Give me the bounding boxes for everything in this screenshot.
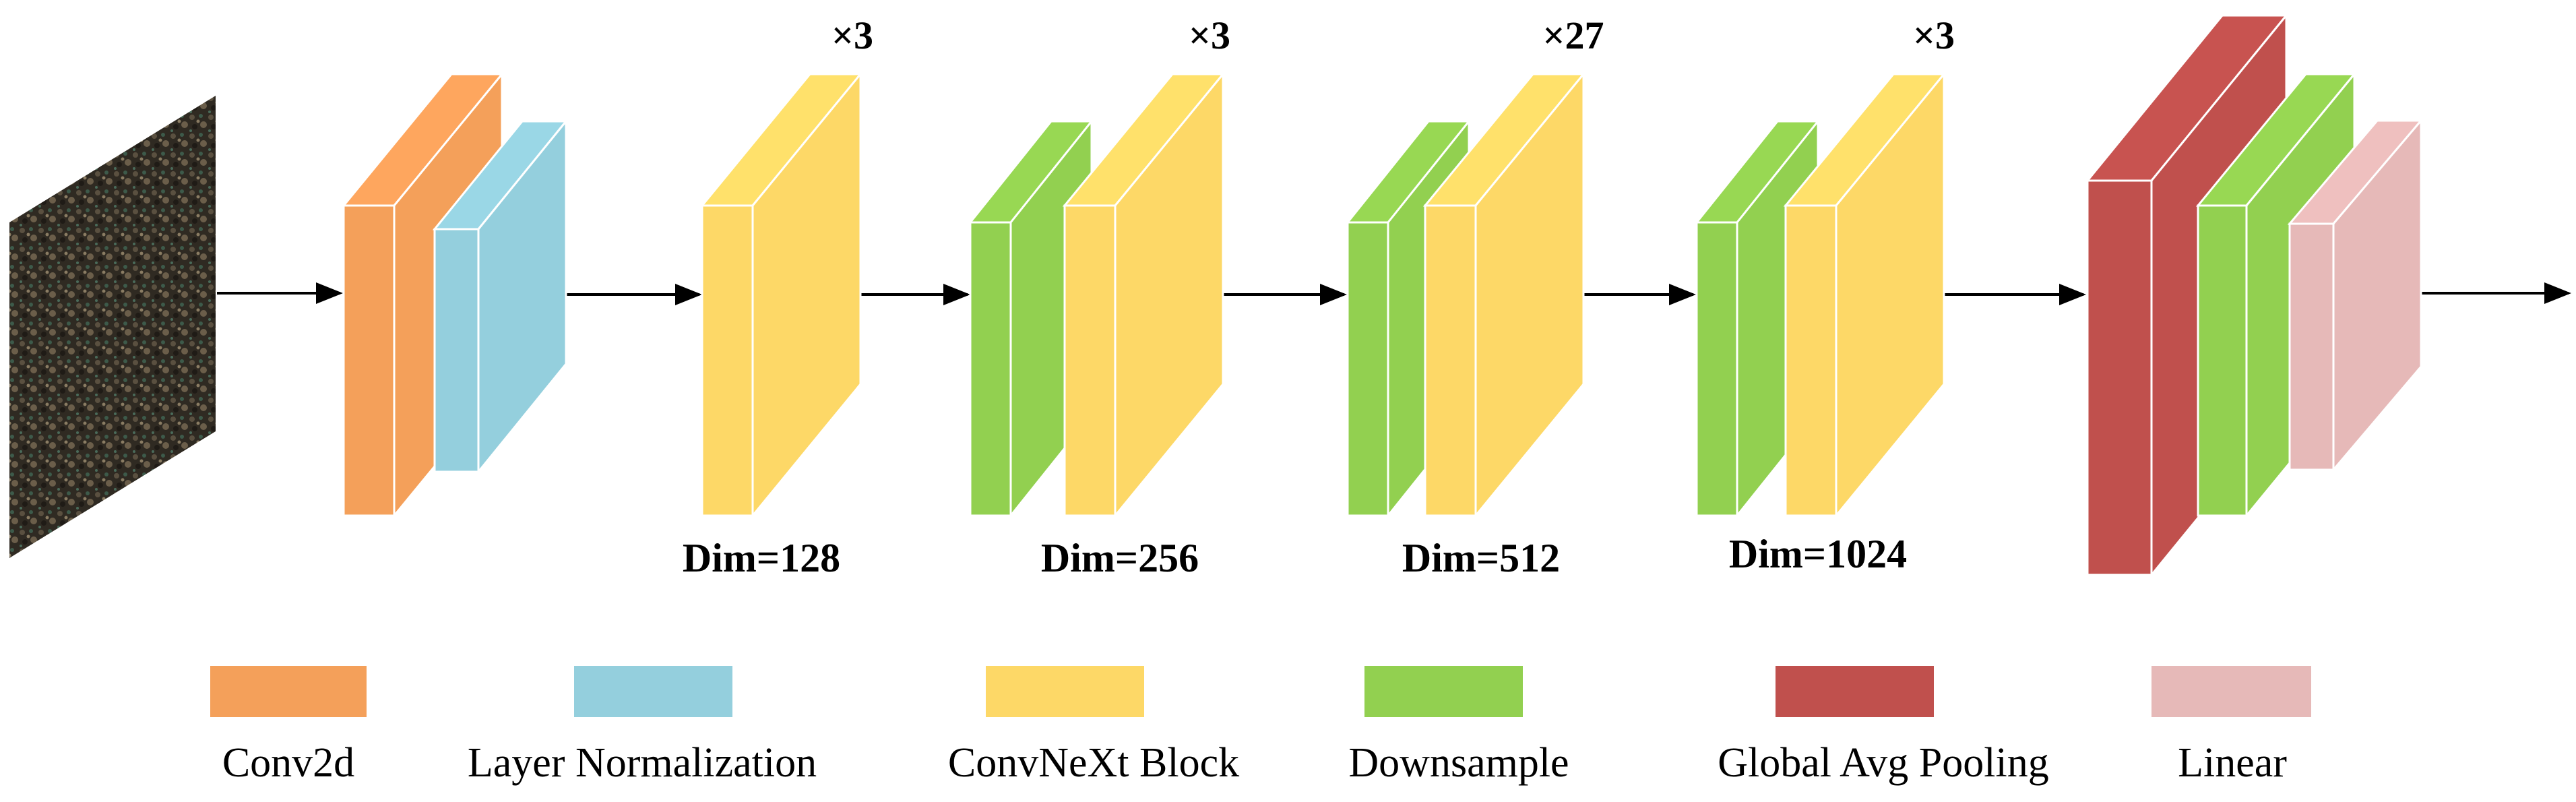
stage-1-convnext-block-front-face bbox=[701, 204, 754, 517]
conv2d-block-front-face bbox=[342, 204, 396, 517]
stage-4-convnext-block bbox=[1783, 71, 1947, 519]
stage-3-convnext-block bbox=[1422, 71, 1586, 519]
linear-block-front-face bbox=[2288, 222, 2335, 471]
legend-swatch-global-avg-pool bbox=[1776, 666, 1934, 717]
stage-3-dim: Dim=512 bbox=[1402, 536, 1560, 580]
legend-label-downsample: Downsample bbox=[1348, 740, 1569, 786]
legend-label-convnext: ConvNeXt Block bbox=[948, 740, 1239, 786]
stage-2-convnext-block bbox=[1062, 71, 1226, 519]
stage-2-dim: Dim=256 bbox=[1041, 536, 1199, 580]
legend-label-linear: Linear bbox=[2178, 740, 2287, 786]
legend-label-conv2d: Conv2d bbox=[222, 740, 354, 786]
stage-3-repeat: ×27 bbox=[1542, 13, 1604, 57]
stage-1-convnext-block bbox=[699, 71, 863, 519]
global-avg-pool-block-front-face bbox=[2086, 179, 2153, 576]
legend-label-global-avg-pool: Global Avg Pooling bbox=[1718, 740, 2048, 786]
stage-4-repeat: ×3 bbox=[1913, 13, 1955, 57]
legend-swatch-linear bbox=[2151, 666, 2311, 717]
layer-blocks bbox=[341, 12, 2424, 578]
satellite-image-icon bbox=[9, 96, 216, 558]
stage-1-dim: Dim=128 bbox=[683, 536, 840, 580]
stage-3-downsample-block-front-face bbox=[1346, 221, 1389, 517]
head-downsample-block-front-face bbox=[2197, 204, 2248, 517]
layer-norm-block bbox=[432, 118, 569, 475]
legend-swatch-downsample bbox=[1364, 666, 1523, 717]
stage-3-convnext-block-front-face bbox=[1424, 204, 1477, 517]
legend-swatch-conv2d bbox=[210, 666, 367, 717]
stage-1-repeat: ×3 bbox=[831, 13, 873, 57]
legend-label-layer-norm: Layer Normalization bbox=[468, 740, 817, 786]
stage-2-repeat: ×3 bbox=[1189, 13, 1230, 57]
layer-norm-block-front-face bbox=[433, 228, 480, 473]
stage-4-dim: Dim=1024 bbox=[1729, 532, 1907, 576]
linear-block bbox=[2287, 117, 2424, 473]
legend-swatch-convnext bbox=[986, 666, 1144, 717]
stage-4-convnext-block-front-face bbox=[1784, 204, 1837, 517]
stage-2-downsample-block-front-face bbox=[969, 221, 1012, 517]
stage-4-downsample-block-front-face bbox=[1695, 221, 1738, 517]
legend-swatch-layer-norm bbox=[574, 666, 732, 717]
stage-2-convnext-block-front-face bbox=[1063, 204, 1117, 517]
